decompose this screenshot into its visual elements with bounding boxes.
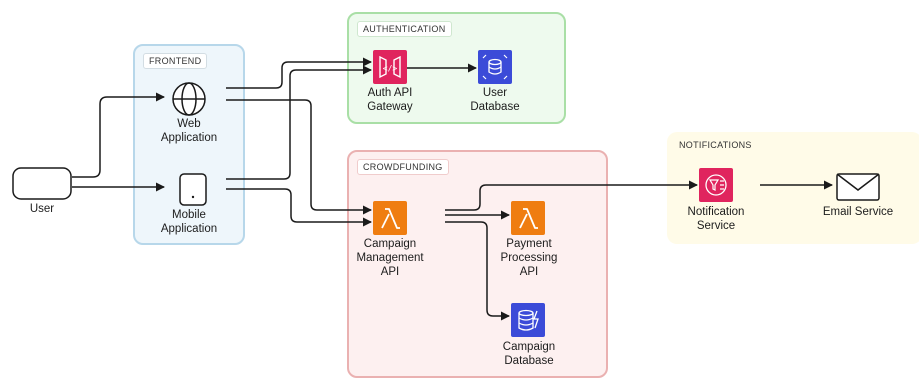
label-campaign-database: Campaign Database [502,341,556,367]
label-auth-api-gateway: Auth API Gateway [367,87,413,113]
group-label-frontend: FRONTEND [143,53,208,69]
edge-user-web [72,92,165,178]
group-crowdfunding: CROWDFUNDING [347,150,608,378]
edge-campaign-campaigndb [445,221,510,321]
dynamodb-icon [511,303,545,337]
edge-mobile-auth [226,65,372,180]
edge-web-auth [226,57,372,89]
label-mobile-application: Mobile Application [160,209,218,235]
edge-campaign-notification [445,180,698,211]
api-gateway-icon: </> [373,50,407,84]
edge-web-campaign [226,99,372,215]
label-user: User [29,203,55,215]
user-device-icon [12,167,72,200]
rds-database-icon [478,50,512,84]
globe-icon [172,82,206,116]
svg-text:</>: </> [383,64,398,73]
sns-icon [699,168,733,202]
label-email-service: Email Service [822,206,894,218]
label-web-application: Web Application [160,118,218,144]
group-label-notifications: NOTIFICATIONS [679,140,752,150]
label-user-database: User Database [470,87,520,113]
group-label-crowdfunding: CROWDFUNDING [357,159,449,175]
group-frontend: FRONTEND [133,44,245,245]
envelope-icon [836,173,880,201]
label-payment-processing-api: Payment Processing API [500,238,558,278]
lambda-icon [373,201,407,235]
group-label-authentication: AUTHENTICATION [357,21,452,37]
edge-mobile-campaign [226,188,372,227]
label-notification-service: Notification Service [687,206,745,232]
lambda-icon [511,201,545,235]
label-campaign-management-api: Campaign Management API [356,238,424,278]
mobile-phone-icon [179,173,207,206]
